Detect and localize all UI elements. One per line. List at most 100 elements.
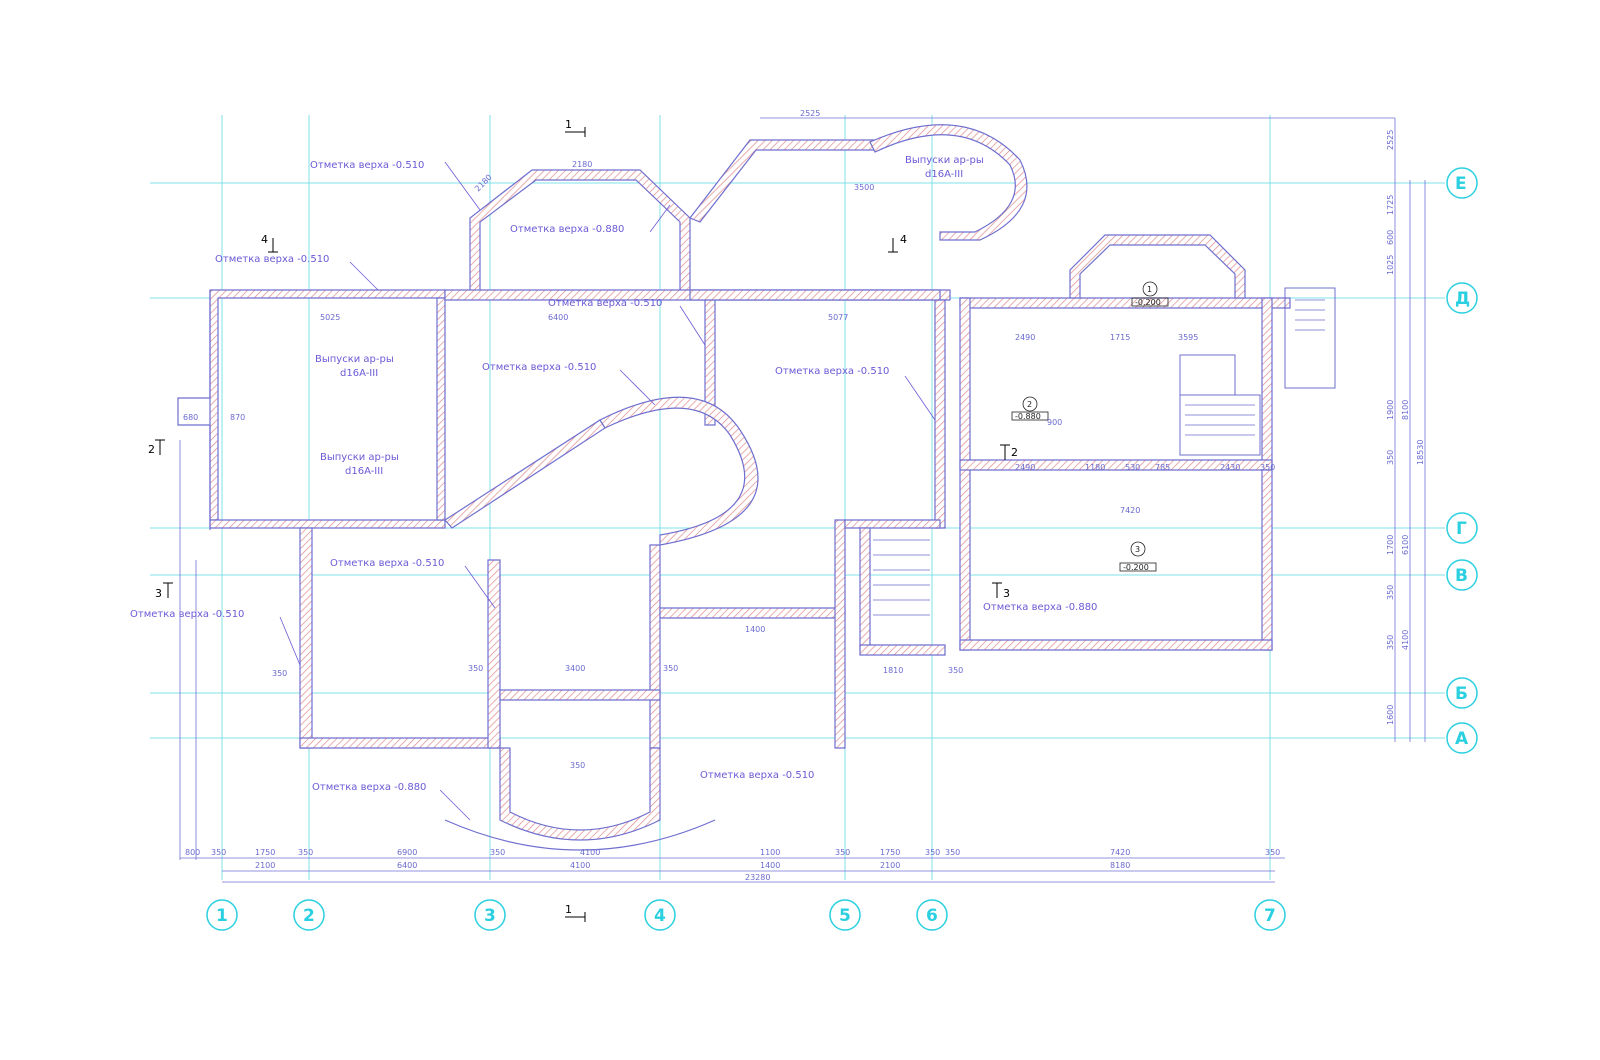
section-label: 1 [565,903,572,916]
note-text: Выпуски ар-ры [905,155,984,166]
dim-text: 2100 [880,861,900,870]
elevation-label: Отметка верха -0.880 [510,224,624,235]
dim-text: 1180 [1085,463,1105,472]
dim-text: 2490 [1015,333,1035,342]
axis-label: 1 [216,906,228,926]
dim-text: 2525 [800,109,820,118]
axis-label: 7 [1264,906,1276,926]
elevation-label: Отметка верха -0.880 [312,782,426,793]
elevation-label: Отметка верха -0.510 [700,770,814,781]
dim-text: 8100 [1401,400,1410,420]
right-dimensions: 2525 1725 600 1025 8100 1900 350 6100 17… [1386,130,1425,725]
axis-label: 4 [654,906,666,926]
dim-text: 8180 [1110,861,1130,870]
dim-text: 1750 [255,848,275,857]
dim-text: 3595 [1178,333,1198,342]
axis-label: 6 [926,906,938,926]
bottom-dimensions: 800 350 1750 350 6900 350 4100 1100 350 … [185,848,1280,882]
dim-text: 350 [298,848,313,857]
dim-text: 350 [1386,585,1395,600]
dim-text: 1900 [1386,400,1395,420]
dim-text: 1100 [760,848,780,857]
dim-text: 1400 [745,625,765,634]
dim-text: 4100 [1401,630,1410,650]
interior-dimensions: 2490 1715 3595 2490 1180 530 785 2430 35… [183,333,1275,770]
dim-text: 1700 [1386,535,1395,555]
note-text: d16A-III [345,466,383,477]
dimension-lines [179,117,1426,883]
dim-text: 7420 [1120,506,1140,515]
note-text: d16A-III [340,368,378,379]
section-label: 2 [148,443,155,456]
dim-text: 1750 [880,848,900,857]
axis-grid [150,115,1445,880]
section-label: 2 [1011,446,1018,459]
section-label: 4 [900,233,907,246]
dim-text: 800 [185,848,200,857]
note-text: Выпуски ар-ры [320,452,399,463]
note-text: d16A-III [925,169,963,180]
elevation-label: Отметка верха -0.510 [548,298,662,309]
elevation-label: Отметка верха -0.510 [310,160,424,171]
dim-text: 350 [490,848,505,857]
dim-text: 1025 [1386,255,1395,275]
dim-text: 2525 [1386,130,1395,150]
room-markers: 1 -0.200 2 -0.880 3 -0.200 [1011,281,1169,572]
dim-text: 1600 [1386,705,1395,725]
elevation-label: Отметка верха -0.510 [330,558,444,569]
dim-text: 350 [663,664,678,673]
dim-text: 350 [948,666,963,675]
section-label: 3 [155,587,162,600]
section-label: 1 [565,118,572,131]
walls [177,124,1336,851]
dim-text: 1725 [1386,195,1395,215]
room-level: -0.200 [1123,563,1149,572]
section-marks: 1 1 2 2 3 3 4 4 [148,118,1018,922]
axis-bubbles-horizontal: Е Д Г В Б А [1446,167,1478,754]
dim-text: 1715 [1110,333,1130,342]
dim-text: 2180 [572,160,592,169]
dim-text: 6900 [397,848,417,857]
dim-text: 4100 [570,861,590,870]
elevation-label: Отметка верха -0.510 [215,254,329,265]
dim-text: 5077 [828,313,848,322]
dim-text: 6400 [397,861,417,870]
dim-text: 4100 [580,848,600,857]
dim-text-total: 18530 [1416,440,1425,465]
elevation-label: Отметка верха -0.880 [983,602,1097,613]
elevation-label: Отметка верха -0.510 [482,362,596,373]
dim-text: 350 [1260,463,1275,472]
dim-text: 350 [835,848,850,857]
axis-label: А [1455,729,1469,749]
dim-text: 1810 [883,666,903,675]
elevation-label: Отметка верха -0.510 [130,609,244,620]
dim-text: 3400 [565,664,585,673]
dim-text: 350 [570,761,585,770]
dim-text: 2490 [1015,463,1035,472]
section-label: 3 [1003,587,1010,600]
axis-label: В [1455,566,1468,586]
dim-text: 2100 [255,861,275,870]
dim-text: 7420 [1110,848,1130,857]
dim-text: 1400 [760,861,780,870]
room-number: 2 [1027,400,1032,409]
elevation-label: Отметка верха -0.510 [775,366,889,377]
dim-text: 600 [1386,230,1395,245]
axis-label: Д [1455,289,1470,309]
elevation-labels: Отметка верха -0.510 Отметка верха -0.88… [130,160,1097,793]
axis-label: 3 [484,906,496,926]
dim-text: 6400 [548,313,568,322]
dim-text: 350 [211,848,226,857]
dim-text: 350 [925,848,940,857]
axis-label: 5 [839,906,851,926]
section-label: 4 [261,233,268,246]
axis-label: Е [1455,174,1467,194]
dim-text-total: 23280 [745,873,770,882]
dim-text: 350 [468,664,483,673]
dim-text: 2430 [1220,463,1240,472]
room-level: -0.200 [1135,298,1161,307]
dim-text: 680 [183,413,198,422]
dim-text: 785 [1155,463,1170,472]
dim-text: 350 [1386,635,1395,650]
room-level: -0.880 [1015,412,1041,421]
